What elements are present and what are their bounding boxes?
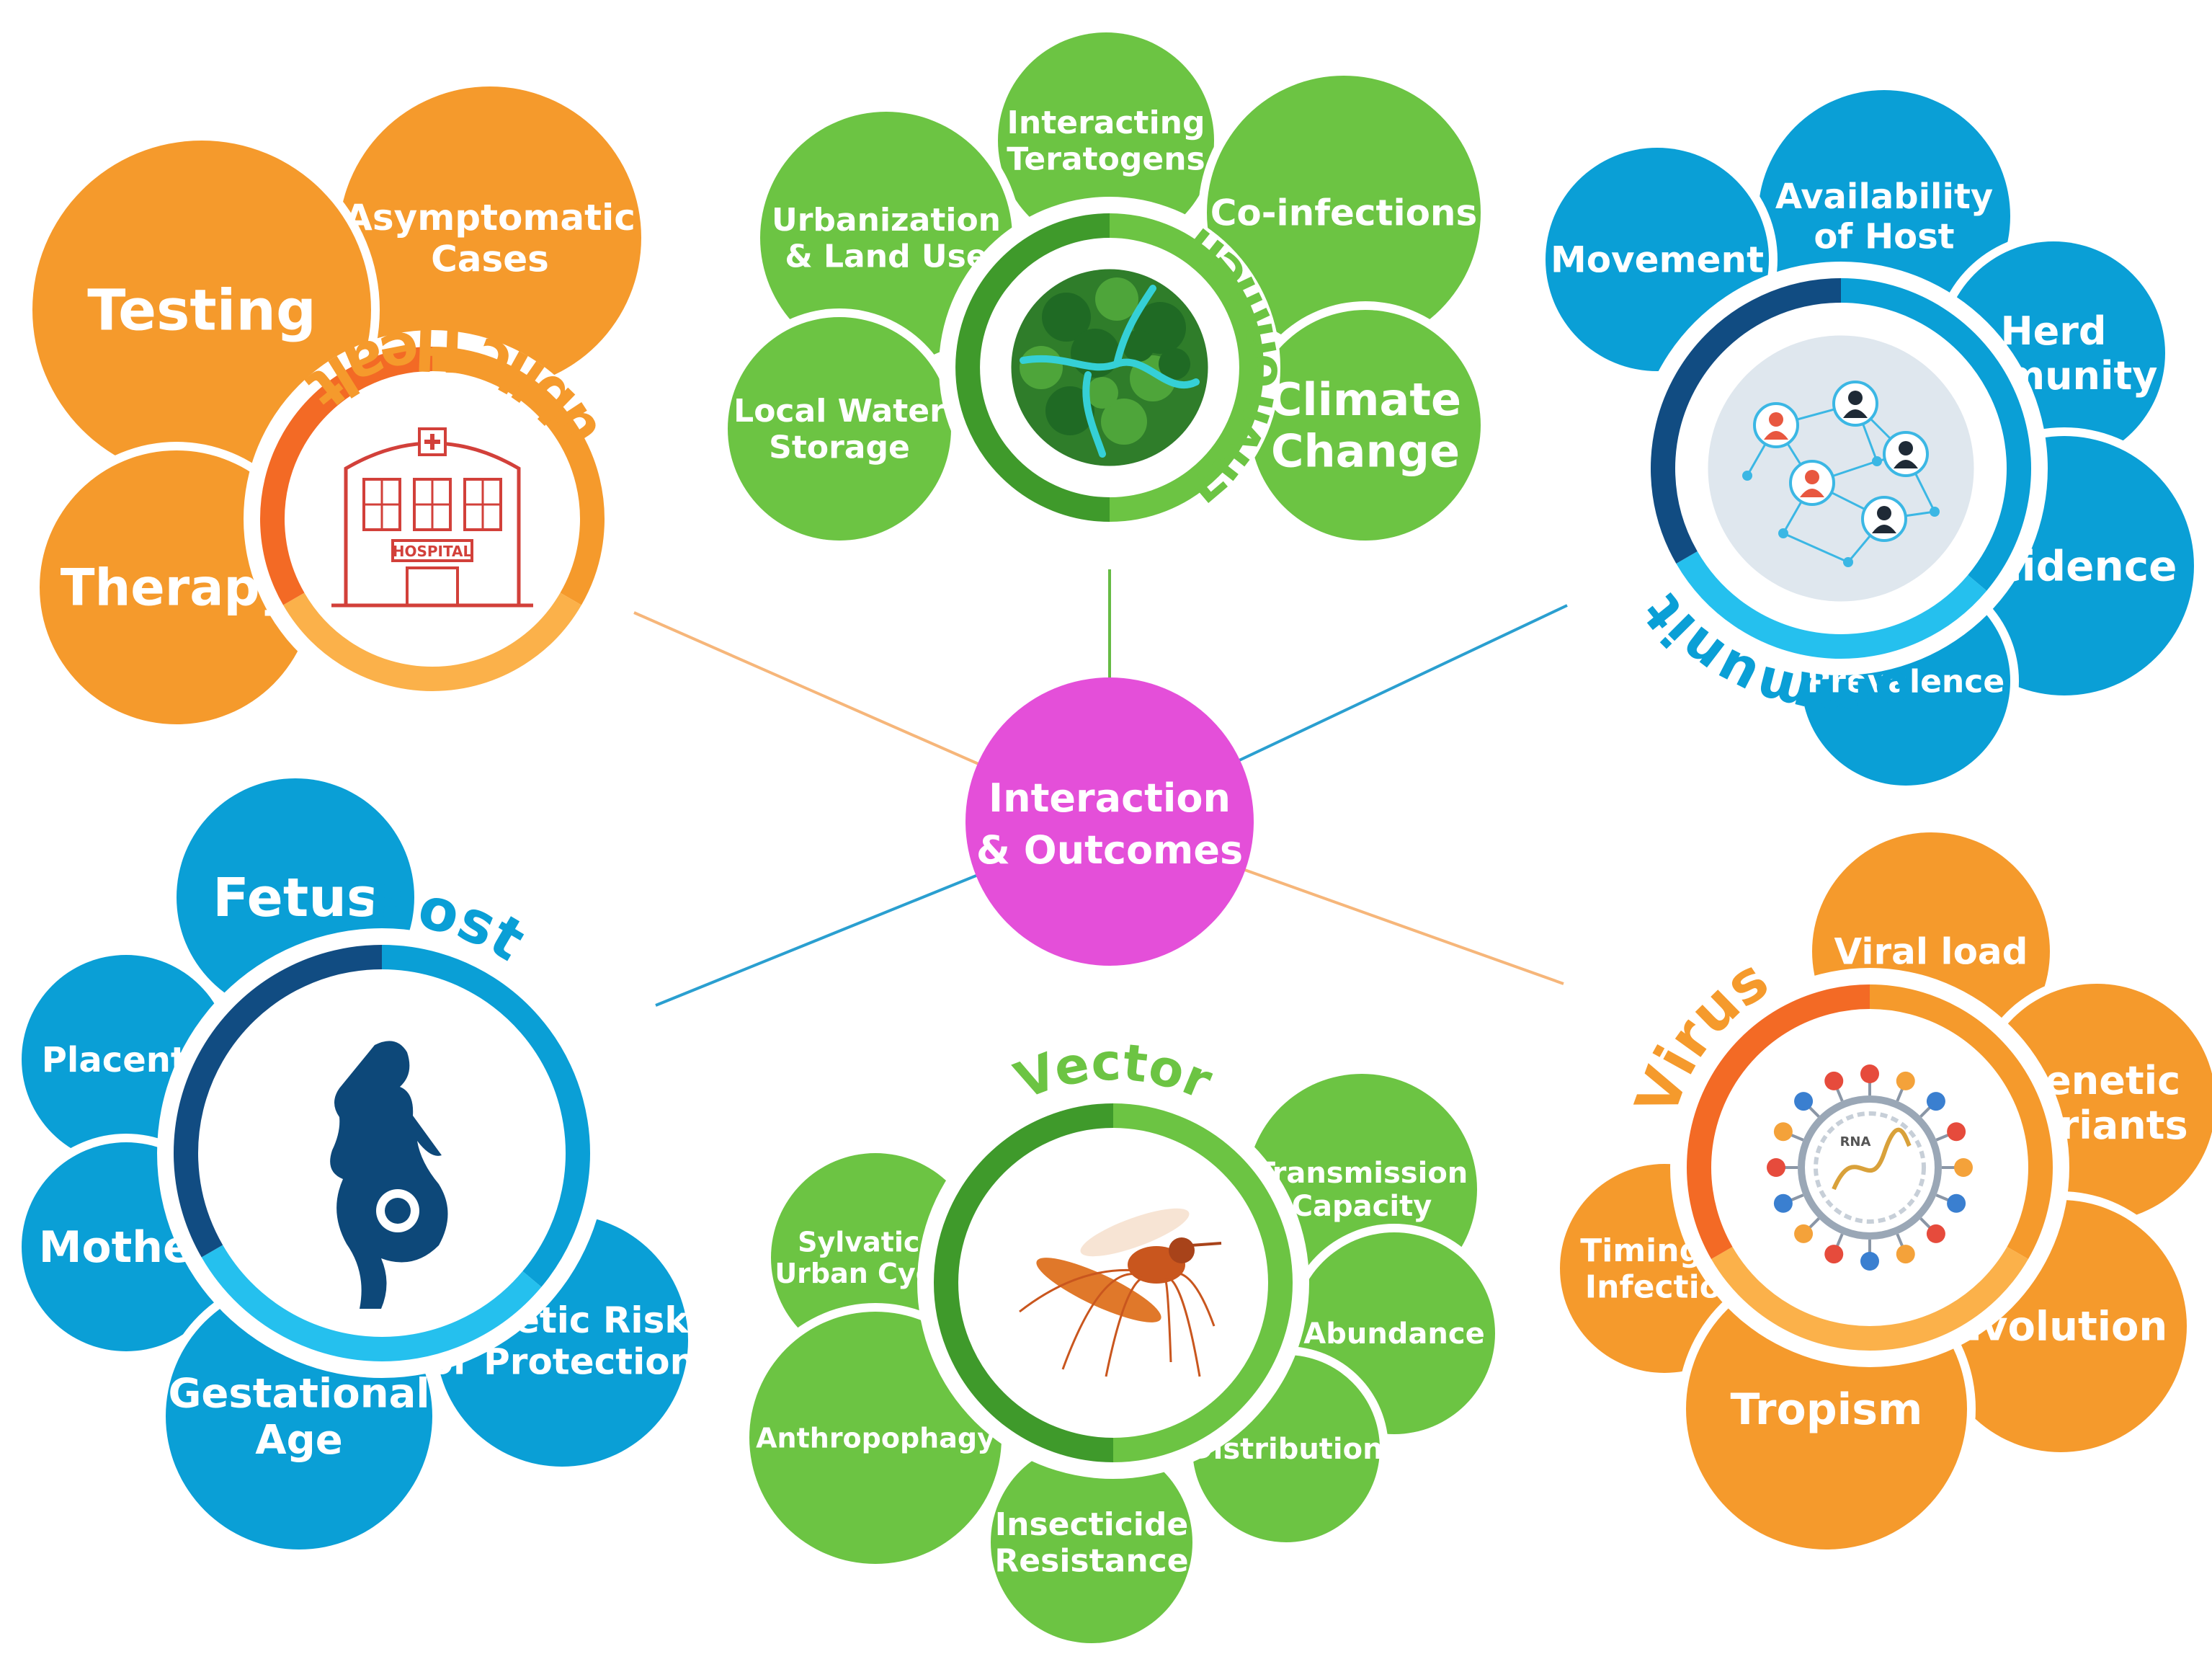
public-health-ring-a bbox=[432, 347, 605, 605]
host-ring-b bbox=[201, 1245, 542, 1361]
community-ring-b bbox=[1676, 551, 1987, 659]
pregnant-woman-icon bbox=[330, 1041, 448, 1309]
bubble-fill bbox=[1250, 310, 1481, 541]
bubble-label: Urbanization& Land Use bbox=[772, 202, 1001, 275]
public-health-cluster: AsymptomaticCasesTestingTherapyHOSPITALP… bbox=[0, 0, 650, 733]
vector-ring-a bbox=[1112, 1103, 1293, 1462]
globe-forest-icon bbox=[1011, 269, 1208, 466]
virus-ring-b bbox=[1711, 1246, 2028, 1351]
host-ring-c bbox=[174, 945, 383, 1258]
hospital-icon: HOSPITAL bbox=[331, 427, 533, 608]
bubble-fill bbox=[749, 1312, 1002, 1564]
environment-ring-a bbox=[1109, 213, 1264, 522]
bubble-label: Tropism bbox=[1731, 1384, 1923, 1435]
bubble-fill bbox=[760, 112, 1012, 364]
community-ring-c bbox=[1651, 278, 1842, 564]
mosquito-icon bbox=[1019, 1208, 1222, 1377]
bubble-label: Movement bbox=[1551, 239, 1764, 281]
bubble-fill bbox=[1207, 76, 1481, 350]
virus-particle-icon: RNA bbox=[1767, 1064, 1973, 1271]
movement-bubble: Movement bbox=[1537, 139, 1778, 380]
bubble-label: Fetus bbox=[213, 867, 378, 929]
vector-ring-b bbox=[934, 1103, 1114, 1462]
co-infections-bubble: Co-infections bbox=[1198, 67, 1489, 358]
bubble-fill bbox=[991, 1441, 1192, 1643]
center-circle bbox=[965, 677, 1254, 966]
rna-label: RNA bbox=[1840, 1134, 1871, 1150]
bubble-fill bbox=[728, 317, 951, 541]
bubble-label: Viral load bbox=[1834, 931, 2028, 973]
center-label: Interaction& Outcomes bbox=[976, 775, 1243, 873]
center-node: Interaction& Outcomes bbox=[965, 677, 1254, 966]
public-health-ring-b bbox=[283, 592, 581, 691]
bubble-fill bbox=[339, 86, 641, 389]
host-ring-a bbox=[381, 945, 590, 1287]
hospital-sign: HOSPITAL bbox=[393, 543, 473, 560]
environment-ring-b bbox=[955, 213, 1110, 522]
virus-ring-c bbox=[1687, 984, 1870, 1259]
bubble-label: Abundance bbox=[1303, 1317, 1484, 1351]
public-health-ring-c bbox=[260, 347, 433, 605]
bubble-label: Testing bbox=[87, 278, 316, 343]
bubble-fill bbox=[32, 141, 371, 479]
bubble-label: Co-infections bbox=[1210, 192, 1478, 234]
people-network-icon bbox=[1708, 335, 1974, 602]
virus-ring-a bbox=[1869, 984, 2053, 1259]
bubble-fill bbox=[998, 32, 1214, 249]
bubble-label: Anthropophagy bbox=[756, 1422, 995, 1454]
community-ring-a bbox=[1840, 278, 2031, 591]
